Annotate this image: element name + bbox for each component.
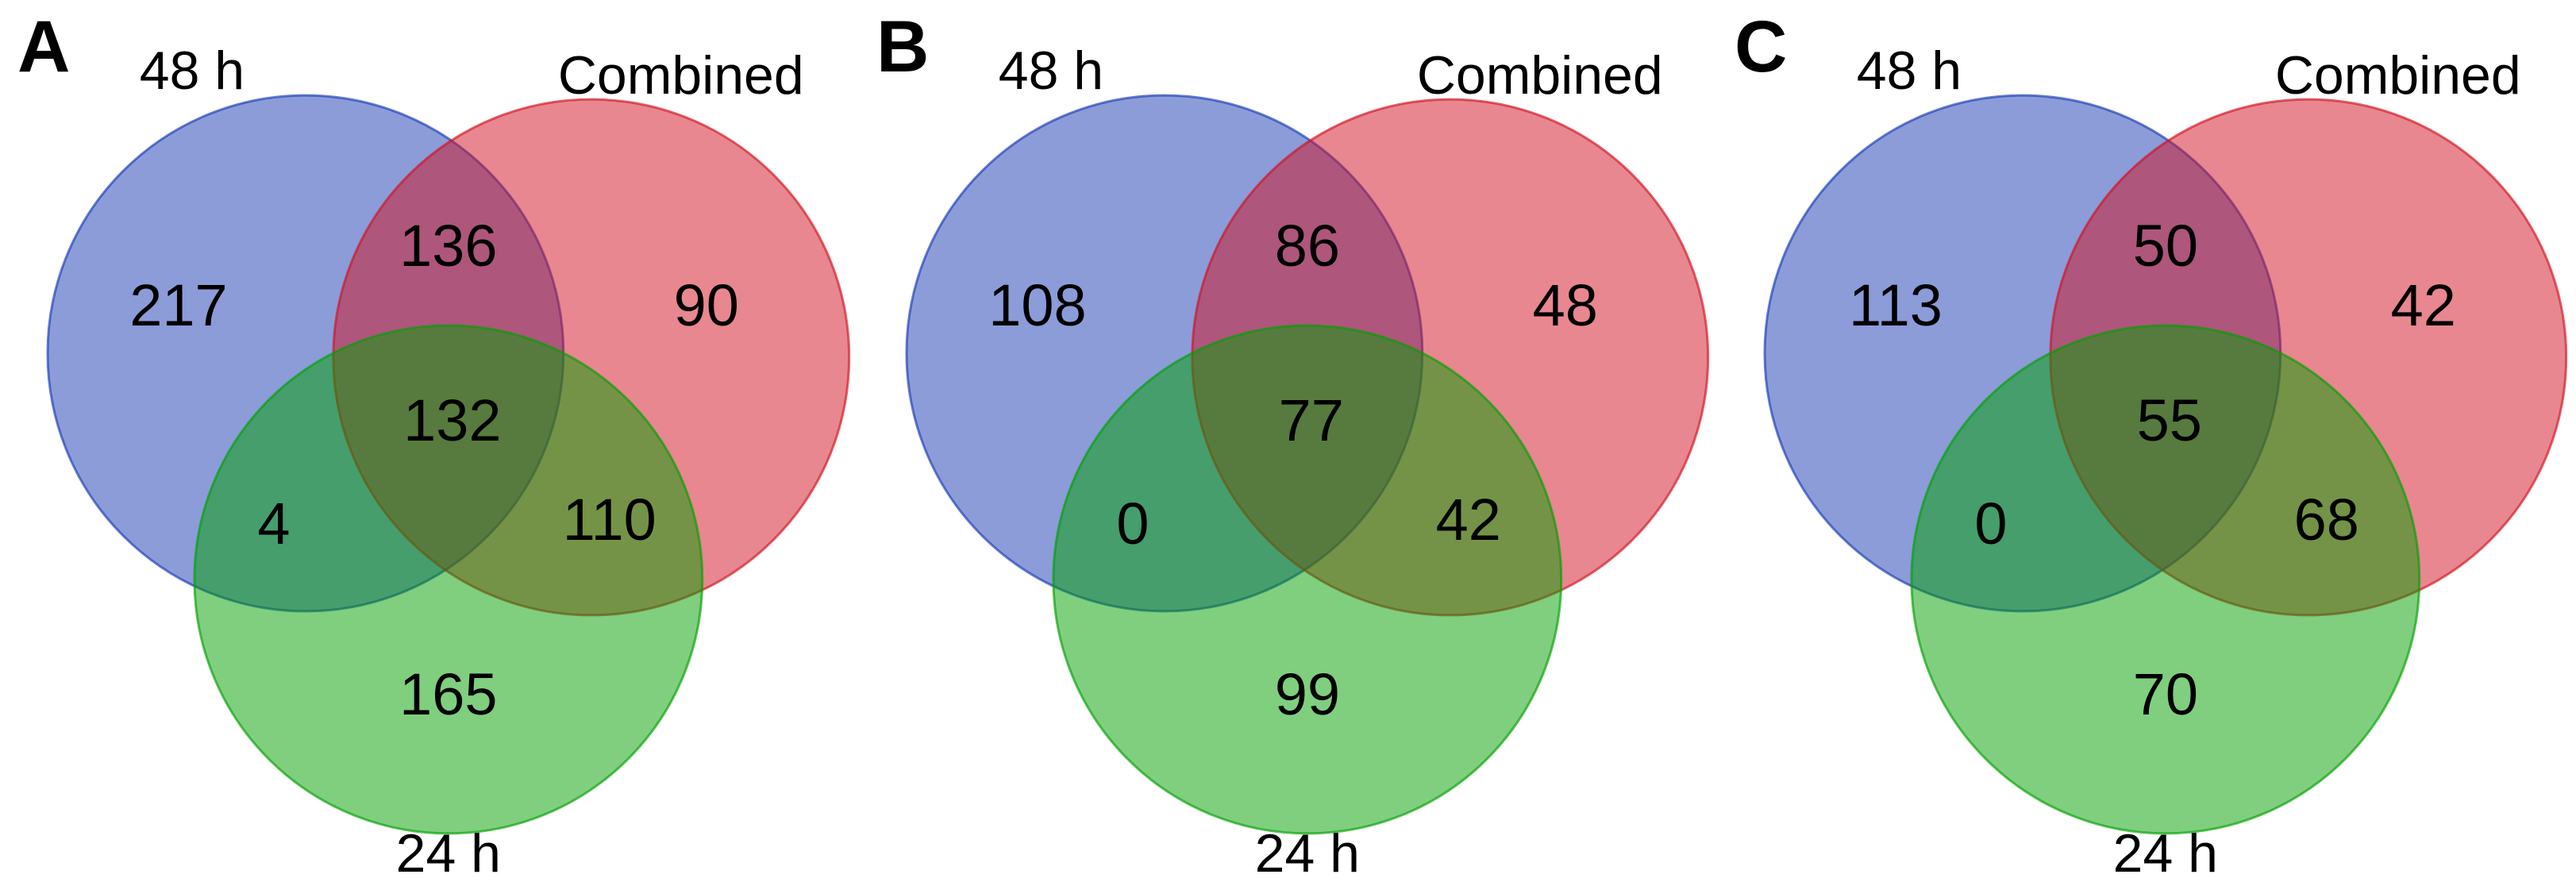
count-48h-24h: 4 [257,491,290,557]
count-combined-only: 48 [1532,272,1597,338]
count-48h-only: 108 [988,272,1086,338]
count-center-all: 55 [2137,387,2202,453]
panel-letter: C [1735,6,1787,87]
set-label-48h: 48 h [998,40,1103,101]
count-combined-24h: 68 [2294,487,2359,553]
count-48h-combined: 136 [399,213,497,279]
count-48h-combined: 86 [1274,213,1339,279]
set-label-combined: Combined [1417,45,1663,106]
count-combined-only: 90 [674,272,739,338]
set-label-48h: 48 h [140,40,245,101]
count-24h-only: 70 [2133,661,2198,727]
set-label-24h: 24 h [396,823,501,882]
count-center-all: 132 [403,387,501,453]
count-48h-24h: 0 [1116,491,1149,557]
count-24h-only: 99 [1274,661,1339,727]
set-label-24h: 24 h [1254,823,1359,882]
circle-24h [1910,324,2421,835]
count-48h-only: 113 [1849,272,1943,338]
panel-letter: A [17,6,70,87]
venn-panel-b: B 48 h Combined 24 h 108 86 48 77 0 42 9… [876,6,1709,882]
count-combined-24h: 42 [1435,487,1500,553]
panel-letter: B [876,6,929,87]
count-48h-only: 217 [129,272,227,338]
circle-24h [193,324,704,835]
venn-panel-a: A 48 h Combined 24 h 217 136 90 132 4 11… [17,6,851,882]
set-label-48h: 48 h [1857,40,1962,101]
count-combined-24h: 110 [563,487,657,553]
count-center-all: 77 [1278,387,1343,453]
count-24h-only: 165 [399,661,497,727]
count-48h-combined: 50 [2133,213,2198,279]
set-label-combined: Combined [2275,45,2521,106]
count-48h-24h: 0 [1975,491,2008,557]
set-label-24h: 24 h [2113,823,2218,882]
venn-panel-c: C 48 h Combined 24 h 113 50 42 55 0 68 7… [1735,6,2568,882]
circle-24h [1052,324,1562,835]
count-combined-only: 42 [2391,272,2456,338]
set-label-combined: Combined [558,45,804,106]
